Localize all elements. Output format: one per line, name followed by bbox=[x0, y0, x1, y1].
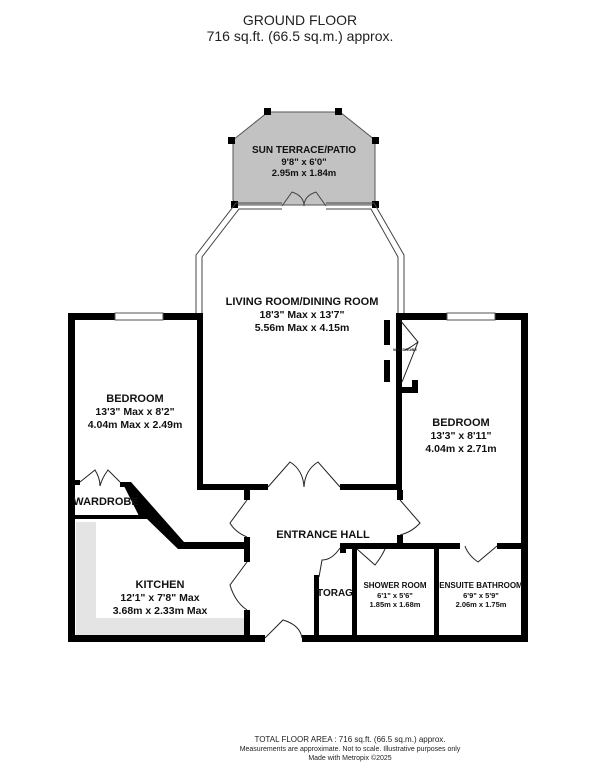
room-imperial: 12'1" x 7'8" Max bbox=[120, 592, 200, 605]
room-label-sun-terrace: SUN TERRACE/PATIO 9'8" x 6'0" 2.95m x 1.… bbox=[252, 145, 356, 180]
floor-area: 716 sq.ft. (66.5 sq.m.) approx. bbox=[206, 28, 394, 44]
room-name: KITCHEN bbox=[135, 579, 185, 591]
disclaimer: Measurements are approximate. Not to sca… bbox=[239, 746, 461, 753]
room-label-shower: SHOWER ROOM 6'1" x 5'6" 1.85m x 1.68m bbox=[363, 581, 426, 609]
sun-terrace-area bbox=[232, 111, 376, 206]
room-label-storage: TORAG bbox=[317, 588, 353, 600]
windows bbox=[114, 312, 496, 321]
room-imperial: 9'8" x 6'0" bbox=[281, 157, 327, 168]
room-name: BEDROOM bbox=[432, 417, 490, 429]
kitchen-units bbox=[76, 522, 246, 636]
room-label-wardrobe-small: WARDROBE bbox=[393, 347, 417, 353]
room-name: SHOWER ROOM bbox=[363, 581, 427, 590]
terrace-door bbox=[281, 191, 327, 207]
room-imperial: 13'3" Max x 8'2" bbox=[95, 406, 175, 419]
room-metric: 4.04m Max x 2.49m bbox=[87, 418, 183, 431]
doors bbox=[79, 319, 498, 639]
room-metric: 3.68m x 2.33m Max bbox=[112, 604, 208, 617]
room-imperial: 18'3" Max x 13'7" bbox=[259, 309, 345, 322]
room-metric: 4.04m x 2.71m bbox=[425, 442, 497, 455]
room-name: SUN TERRACE/PATIO bbox=[251, 145, 357, 156]
room-label-kitchen: KITCHEN 12'1" x 7'8" Max 3.68m x 2.33m M… bbox=[113, 579, 208, 617]
credit: Made with Metropix ©2025 bbox=[308, 755, 392, 762]
room-imperial: 6'1" x 5'6" bbox=[377, 590, 413, 600]
room-imperial: 6'9" x 5'9" bbox=[463, 590, 499, 600]
walls bbox=[68, 313, 528, 642]
room-name: ENTRANCE HALL bbox=[276, 529, 370, 541]
room-name: ENSUITE BATHROOM bbox=[439, 581, 523, 590]
room-label-bedroom-2: BEDROOM 13'3" x 8'11" 4.04m x 2.71m bbox=[425, 417, 496, 455]
room-name: TORAG bbox=[317, 588, 353, 599]
room-metric: 2.06m x 1.75m bbox=[455, 599, 507, 609]
room-metric: 5.56m Max x 4.15m bbox=[254, 321, 350, 334]
total-floor-area: TOTAL FLOOR AREA : 716 sq.ft. (66.5 sq.m… bbox=[254, 735, 446, 744]
room-metric: 2.95m x 1.84m bbox=[271, 168, 337, 180]
room-name: LIVING ROOM/DINING ROOM bbox=[225, 296, 379, 308]
floor-title: GROUND FLOOR bbox=[242, 12, 358, 28]
room-label-bedroom-1: BEDROOM 13'3" Max x 8'2" 4.04m Max x 2.4… bbox=[88, 393, 183, 431]
room-imperial: 13'3" x 8'11" bbox=[430, 430, 492, 443]
room-label-living: LIVING ROOM/DINING ROOM 18'3" Max x 13'7… bbox=[226, 296, 379, 334]
room-label-wardrobe: WARDROBE bbox=[73, 496, 138, 509]
room-name: BEDROOM bbox=[106, 393, 164, 405]
room-label-entrance-hall: ENTRANCE HALL bbox=[276, 529, 370, 542]
bay-window bbox=[195, 202, 405, 313]
room-name: WARDROBE bbox=[73, 496, 139, 508]
room-name: WARDROBE bbox=[393, 347, 417, 352]
room-label-ensuite: ENSUITE BATHROOM 6'9" x 5'9" 2.06m x 1.7… bbox=[439, 581, 522, 609]
room-metric: 1.85m x 1.68m bbox=[369, 599, 421, 609]
